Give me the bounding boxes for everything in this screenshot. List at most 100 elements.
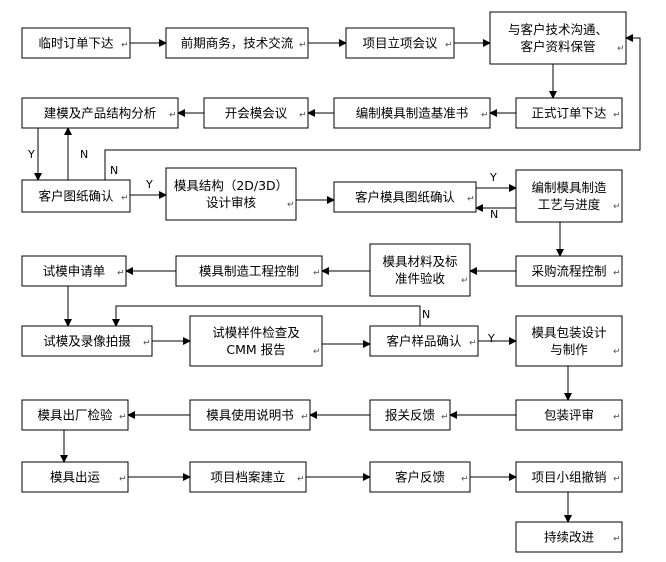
step-mold-inspect: 模具出厂检验 ↵ [21, 399, 129, 431]
step-label: 试模样件检查及 [212, 325, 300, 340]
step-box [333, 97, 491, 129]
step-box [369, 243, 471, 297]
step-mold-review: 模具结构（2D/3D）设计审核↵ [165, 167, 297, 221]
step-improve: 持续改进↵ [515, 521, 623, 553]
step-label: 模具出运 [50, 470, 101, 485]
step-mold-std: 编制模具制造基准书 ↵ [333, 97, 491, 129]
paragraph-mark: ↵ [481, 111, 489, 121]
step-model-analysis: 建模及产品结构分析↵ [21, 97, 179, 129]
step-order-formal: 正式订单下达↵ [515, 97, 623, 129]
paragraph-mark: ↵ [169, 111, 177, 121]
paragraph-mark: ↵ [299, 41, 307, 51]
step-label: 工艺与进度 [538, 197, 601, 212]
paragraph-mark: ↵ [613, 475, 621, 485]
paragraph-mark: ↵ [441, 413, 449, 423]
step-label: 开会模会议 [225, 106, 288, 121]
step-label: 模具使用说明书 [206, 408, 294, 423]
step-trial-video: 试模及录像拍摄 ↵ [21, 325, 153, 357]
paragraph-mark: ↵ [119, 475, 127, 485]
paragraph-mark: ↵ [613, 347, 621, 357]
step-label: 客户图纸确认 [38, 189, 114, 204]
step-box [203, 97, 309, 129]
step-box [515, 169, 623, 223]
paragraph-mark: ↵ [313, 347, 321, 357]
step-box [515, 315, 623, 367]
paragraph-mark: ↵ [461, 276, 469, 286]
step-mold-ctrl: 模具制造工程控制↵ [175, 255, 323, 287]
step-box [333, 181, 477, 213]
paragraph-mark: ↵ [445, 41, 453, 51]
edge-label-yes: Y [145, 178, 153, 191]
step-cust-drawing: 客户图纸确认 ↵ [21, 179, 131, 213]
step-order-temp: 临时订单下达↵ [21, 27, 131, 59]
step-box [21, 399, 129, 431]
paragraph-mark: ↵ [469, 339, 477, 349]
step-label: 模具出厂检验 [37, 408, 113, 423]
paragraph-mark: ↵ [121, 194, 129, 204]
step-box [189, 315, 323, 367]
step-box [165, 167, 297, 221]
step-label: 模具包装设计 [531, 325, 606, 340]
step-customs: 报关反馈↵ [369, 399, 451, 431]
step-label: 项目小组撤销 [531, 470, 606, 485]
step-cust-sample: 客户样品确认↵ [369, 325, 479, 357]
step-box [515, 521, 623, 553]
step-label: CMM 报告 [226, 342, 285, 357]
paragraph-mark: ↵ [297, 475, 305, 485]
step-label: 模具制造工程控制 [199, 264, 299, 279]
step-label: 试模及录像拍摄 [43, 334, 131, 349]
step-label: 编制模具制造 [531, 180, 607, 195]
step-early-biz: 前期商务，技术交流 ↵ [165, 27, 309, 59]
step-label: 临时订单下达 [38, 36, 114, 51]
paragraph-mark: ↵ [613, 202, 621, 212]
step-trial-req: 试模申请单↵ [21, 255, 127, 287]
flow-arrow [112, 305, 421, 327]
step-box [489, 11, 627, 65]
paragraph-mark: ↵ [617, 44, 625, 54]
edge-label-yes: Y [27, 148, 35, 161]
paragraph-mark: ↵ [119, 413, 127, 423]
step-model-meeting: 开会模会议 ↵ [203, 97, 309, 129]
step-cust-feedback: 客户反馈↵ [369, 461, 471, 493]
edge-label-no: N [80, 148, 88, 161]
paragraph-mark: ↵ [613, 269, 621, 279]
step-label: 持续改进 [544, 530, 595, 545]
flow-arrow [104, 34, 641, 180]
step-box [175, 255, 323, 287]
step-box [515, 399, 623, 431]
step-label: 设计审核 [206, 195, 257, 210]
step-box [21, 325, 153, 357]
step-archive: 项目档案建立↵ [189, 461, 307, 493]
step-label: 试模申请单 [43, 264, 106, 279]
paragraph-mark: ↵ [301, 413, 309, 423]
flow-edges [34, 34, 641, 523]
step-box [515, 461, 623, 493]
step-box [21, 461, 129, 493]
step-purchase: 采购流程控制↵ [515, 255, 623, 287]
edge-label-no: N [490, 208, 498, 221]
paragraph-mark: ↵ [467, 195, 475, 205]
step-box [21, 97, 179, 129]
step-label: 与制作 [550, 342, 588, 357]
paragraph-mark: ↵ [613, 413, 621, 423]
step-box [369, 461, 471, 493]
step-label: 前期商务，技术交流 [181, 36, 294, 51]
step-label: 客户反馈 [395, 470, 445, 485]
paragraph-mark: ↵ [143, 339, 151, 349]
edge-label-no: N [110, 164, 118, 177]
edge-label-yes: Y [489, 171, 497, 184]
step-sample-cmm: 试模样件检查及 CMM 报告 ↵ [189, 315, 323, 367]
step-label: 编制模具制造基准书 [356, 106, 469, 121]
paragraph-mark: ↵ [613, 111, 621, 121]
step-pack-review: 包装评审↵ [515, 399, 623, 431]
step-cust-mold-dwg: 客户模具图纸确认 ↵ [333, 181, 477, 213]
step-box [21, 27, 131, 59]
paragraph-mark: ↵ [299, 111, 307, 121]
step-box [189, 399, 311, 431]
step-label: 客户模具图纸确认 [355, 190, 456, 205]
